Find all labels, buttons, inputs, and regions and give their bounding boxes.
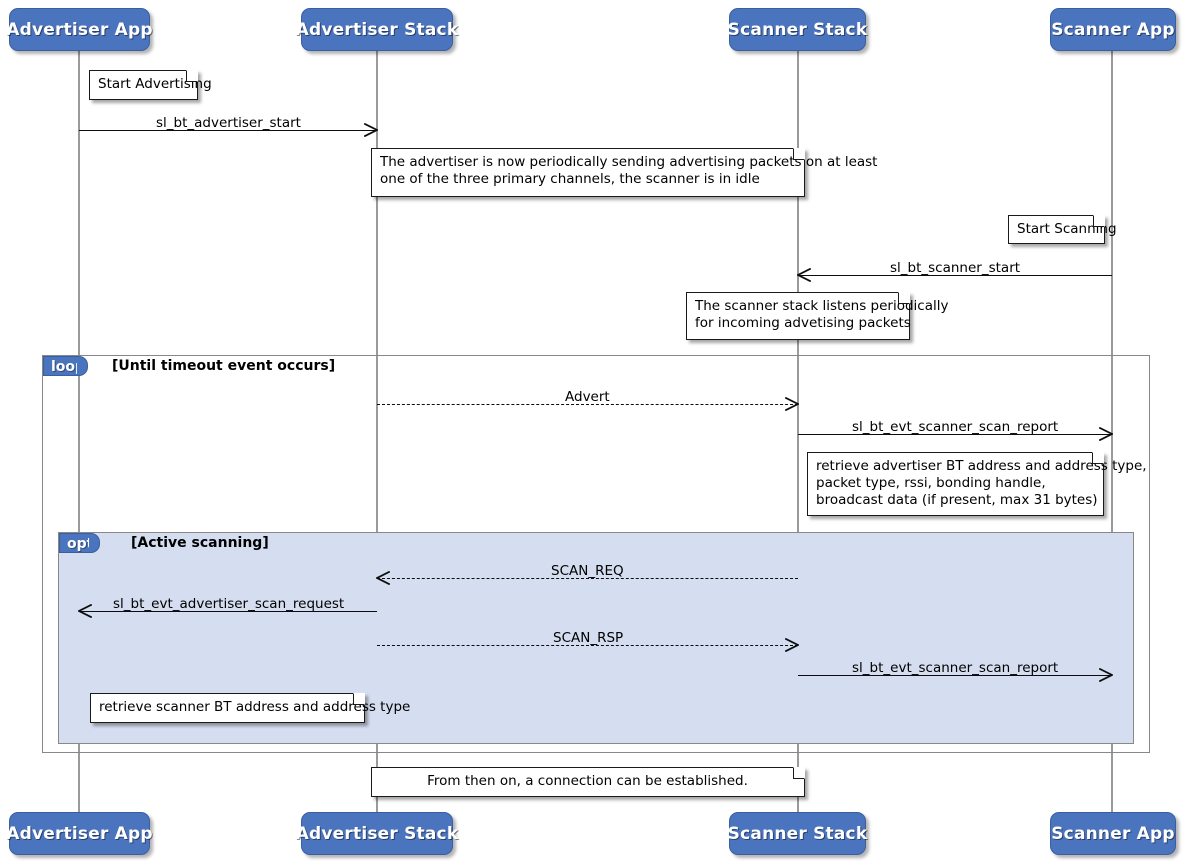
participant-advertiser-app-bottom[interactable]: Advertiser App — [6, 812, 153, 855]
msg-advert-arrowhead-icon — [785, 397, 799, 411]
participant-scanner-app-top[interactable]: Scanner App — [1050, 8, 1176, 51]
msg-scan-report-1-arrowhead-icon — [1099, 427, 1113, 441]
note-start-advertising: Start Advertising — [89, 70, 212, 100]
note-retrieve-advertiser-text: retrieve advertiser BT address and addre… — [816, 458, 1147, 508]
msg-advertiser-scan-request-line — [79, 611, 377, 612]
msg-scan-req-label: SCAN_REQ — [551, 563, 624, 579]
lifeline-scanner-app — [1111, 51, 1113, 812]
msg-scan-req-arrowhead-icon — [376, 571, 390, 585]
msg-scan-report-2-line — [798, 675, 1112, 676]
note-scanner-listens: The scanner stack listens periodically f… — [686, 292, 948, 340]
participant-scanner-stack-bottom[interactable]: Scanner Stack — [728, 812, 867, 855]
msg-scan-rsp-arrowhead-icon — [785, 638, 799, 652]
msg-scanner-start-line — [798, 275, 1112, 276]
note-connection: From then on, a connection can be establ… — [371, 767, 805, 797]
fragment-opt-operator-tab: opt — [59, 533, 100, 553]
msg-scanner-start-label: sl_bt_scanner_start — [890, 260, 1021, 276]
fragment-loop-operator-tab: loop — [43, 356, 88, 376]
msg-advert-line — [377, 404, 798, 405]
msg-advertiser-start-arrowhead-icon — [364, 123, 378, 137]
note-retrieve-scanner: retrieve scanner BT address and address … — [90, 693, 410, 723]
fragment-loop-condition: [Until timeout event occurs] — [112, 358, 336, 374]
lifeline-advertiser-stack — [376, 51, 378, 812]
participant-scanner-stack-top[interactable]: Scanner Stack — [728, 8, 867, 51]
msg-scan-req-line — [377, 578, 798, 579]
msg-scan-report-1-label: sl_bt_evt_scanner_scan_report — [852, 419, 1059, 435]
msg-advertiser-scan-request-arrowhead-icon — [78, 604, 92, 618]
participant-advertiser-stack-bottom[interactable]: Advertiser Stack — [296, 812, 458, 855]
note-advertiser-periodic-text: The advertiser is now periodically sendi… — [380, 154, 878, 187]
note-connection-text: From then on, a connection can be establ… — [427, 773, 748, 789]
participant-advertiser-stack-top[interactable]: Advertiser Stack — [296, 8, 458, 51]
msg-scan-report-1-line — [798, 434, 1112, 435]
fragment-opt-condition: [Active scanning] — [131, 535, 269, 551]
note-start-scanning: Start Scanning — [1008, 215, 1117, 244]
msg-scan-report-2-arrowhead-icon — [1099, 668, 1113, 682]
msg-scanner-start-arrowhead-icon — [797, 268, 811, 282]
note-scanner-listens-text: The scanner stack listens periodically f… — [695, 298, 949, 331]
msg-scan-report-2-label: sl_bt_evt_scanner_scan_report — [852, 660, 1059, 676]
note-retrieve-advertiser: retrieve advertiser BT address and addre… — [807, 452, 1147, 516]
lifeline-advertiser-app — [78, 51, 80, 812]
lifeline-scanner-stack — [797, 51, 799, 812]
msg-advertiser-start-label: sl_bt_advertiser_start — [156, 115, 301, 131]
participant-scanner-app-bottom[interactable]: Scanner App — [1050, 812, 1176, 855]
msg-scan-rsp-line — [377, 645, 798, 646]
note-advertiser-periodic: The advertiser is now periodically sendi… — [371, 148, 877, 197]
participant-advertiser-app-top[interactable]: Advertiser App — [6, 8, 153, 51]
fragment-loop — [42, 355, 1150, 753]
msg-advertiser-start-line — [79, 130, 377, 131]
msg-scan-rsp-label: SCAN_RSP — [553, 630, 624, 646]
msg-advert-label: Advert — [565, 389, 610, 405]
msg-advertiser-scan-request-label: sl_bt_evt_advertiser_scan_request — [113, 596, 345, 612]
